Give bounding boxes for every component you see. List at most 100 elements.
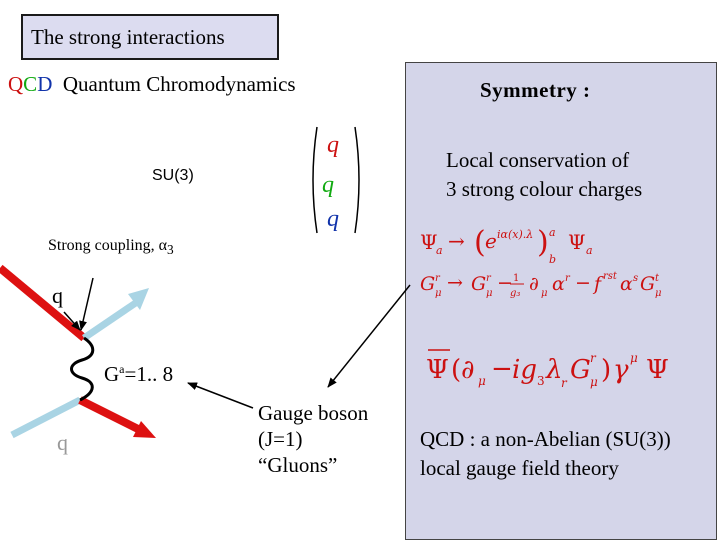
eq3-g: G <box>570 355 591 385</box>
eq3-psibar: Ψ <box>426 355 449 385</box>
qcd-letter-d: D <box>37 72 53 96</box>
eq3-sub-mu: μ <box>478 374 486 388</box>
eq2-sup-r-3: r <box>565 273 571 284</box>
quark-colour-vector: q q q <box>312 126 360 234</box>
eq2-g-2: G <box>471 273 486 295</box>
page-title: The strong interactions <box>31 24 225 49</box>
eq1-psi-2: Ψ <box>568 230 586 254</box>
eq3-sup-mu: μ <box>630 351 638 365</box>
coupling-pointer-2 <box>63 311 81 331</box>
gluon-line <box>70 336 95 402</box>
eq2-sub-mu-4: μ <box>655 288 662 299</box>
eq2-minus: − <box>497 272 513 294</box>
eq3-lambda: λ <box>545 355 562 385</box>
eq1-sub-b: b <box>549 253 556 266</box>
incoming-quark-red <box>0 264 87 342</box>
eq3-psi: Ψ <box>646 355 669 385</box>
eq2-sub-mu-3: μ <box>541 288 548 299</box>
local-conservation-text: Local conservation of 3 strong colour ch… <box>446 146 642 204</box>
eq3-ig: ig <box>512 355 537 385</box>
gluon-range: =1.. 8 <box>124 362 174 386</box>
eq2-minus-2: − <box>575 272 591 294</box>
strong-coupling-label: Strong coupling, α3 <box>48 237 174 258</box>
eq2-g: G <box>420 273 435 295</box>
quark-green: q <box>322 172 334 198</box>
eq2-partial: ∂ <box>529 273 539 295</box>
outgoing-quark-red <box>78 396 142 434</box>
eq3-minus: − <box>491 354 513 384</box>
quark-label-top: q <box>52 283 63 308</box>
eq2-alpha-2: α <box>620 273 633 295</box>
eq3-partial: ∂ <box>461 355 474 385</box>
gauge-boson-line-3: “Gluons” <box>258 453 338 477</box>
gauge-boson-line-2: (J=1) <box>258 427 303 451</box>
local-conservation-line-1: Local conservation of <box>446 148 630 172</box>
eq1-exponent: iα(x).λ <box>497 228 533 241</box>
eq1-arrow: → <box>448 229 465 253</box>
gluon-label: Ga=1.. 8 <box>104 362 173 387</box>
conclusion-line-1: QCD : a non-Abelian (SU(3)) <box>420 427 671 451</box>
gluon-symbol: G <box>104 362 120 386</box>
eq2-alpha: α <box>552 273 565 295</box>
eq2-sub-mu: μ <box>435 288 442 299</box>
eq2-sup-t: t <box>655 273 660 284</box>
eq2-arrow: → <box>447 272 463 294</box>
quark-transformation-equation: Ψ a → ( e iα(x).λ ) a b Ψ a <box>420 225 593 266</box>
eq1-psi: Ψ <box>420 230 438 254</box>
eq1-sub-a-2: a <box>586 244 593 257</box>
qcd-letter-q: Q <box>8 72 24 96</box>
quark-blue: q <box>327 206 339 232</box>
eq1-lparen: ( <box>474 225 486 260</box>
qcd-heading: QCD Quantum Chromodynamics <box>8 72 296 97</box>
eq3-sub-3: 3 <box>537 374 545 388</box>
right-parenthesis <box>354 126 360 234</box>
eq2-sup-s: s <box>633 273 638 284</box>
eq3-sub-mu-2: μ <box>590 375 598 389</box>
qcd-conclusion-text: QCD : a non-Abelian (SU(3)) local gauge … <box>420 425 671 483</box>
eq3-sub-r: r <box>561 376 568 390</box>
left-parenthesis <box>312 126 318 234</box>
quark-red: q <box>327 132 339 158</box>
eq3-rparen: ) <box>601 355 611 385</box>
symmetry-heading: Symmetry : <box>480 78 591 102</box>
red-arrowhead-bottom <box>133 421 156 438</box>
gluon-transformation-equation: G r μ → G r μ − 1 g₃ ∂ μ α r − f rst α s… <box>420 271 662 299</box>
eq1-sup-a: a <box>549 226 556 239</box>
qcd-full-name: Quantum Chromodynamics <box>62 72 296 96</box>
su3-label: SU(3) <box>152 167 194 184</box>
eq2-sup-r: r <box>435 273 441 284</box>
gluon-superscript: a <box>119 362 125 376</box>
eq2-f: f <box>592 273 604 295</box>
local-conservation-line-2: 3 strong colour charges <box>446 177 643 201</box>
qcd-letter-c: C <box>23 72 38 96</box>
gauge-boson-line-1: Gauge boson <box>258 401 369 425</box>
eq2-sub-mu-2: μ <box>486 288 493 299</box>
eq3-gamma: γ <box>613 355 629 385</box>
eq3-sup-r: r <box>590 351 597 365</box>
gauge-boson-arrow <box>187 382 254 409</box>
eq2-frac-den: g₃ <box>510 288 520 299</box>
quark-label-bottom: q <box>57 430 68 455</box>
eq2-sup-r-2: r <box>486 273 492 284</box>
blue-arrowhead-top <box>128 288 149 310</box>
eq2-g-3: G <box>640 273 655 295</box>
eq2-sup-rst: rst <box>603 271 618 282</box>
symmetry-panel <box>405 62 717 540</box>
incoming-quark-blue <box>10 396 82 439</box>
strong-coupling-text: Strong coupling, α <box>48 237 168 254</box>
qcd-lagrangian-equation: Ψ ( ∂ μ − ig 3 λ r G r μ ) γ μ Ψ <box>426 349 669 390</box>
outgoing-quark-blue <box>82 297 142 341</box>
eq2-frac-num: 1 <box>513 273 519 284</box>
strong-coupling-subscript: 3 <box>167 242 174 258</box>
eq3-lparen: ( <box>451 355 461 385</box>
conclusion-line-2: local gauge field theory <box>420 456 619 480</box>
lagrangian-arrow <box>327 284 411 388</box>
feynman-diagram <box>0 264 156 439</box>
gauge-boson-label: Gauge boson (J=1) “Gluons” <box>258 400 368 478</box>
eq1-e: e <box>485 229 497 253</box>
coupling-pointer-1 <box>79 277 94 331</box>
title-box: The strong interactions <box>21 14 279 60</box>
eq1-sub-a: a <box>436 244 443 257</box>
eq1-rparen: ) <box>537 225 549 260</box>
